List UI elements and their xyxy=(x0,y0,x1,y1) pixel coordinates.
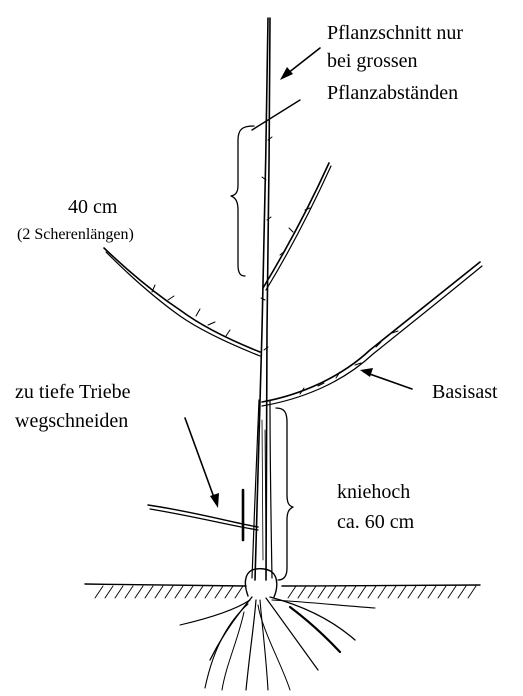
label-knee-line1: kniehoch xyxy=(337,481,410,503)
arrow-to-cut xyxy=(280,48,320,80)
label-low-line1: zu tiefe Triebe xyxy=(15,381,131,403)
label-cut-line2: bei grossen xyxy=(327,50,418,72)
graft-union xyxy=(245,569,276,597)
bracket-40cm xyxy=(231,126,254,276)
label-cut-line3: Pflanzabständen xyxy=(327,82,458,104)
label-knee-line2: ca. 60 cm xyxy=(337,511,415,533)
label-low-line2: wegschneiden xyxy=(15,410,128,432)
label-length-note: (2 Scherenlängen) xyxy=(17,226,134,243)
arrow-to-low-shoot xyxy=(185,418,219,508)
bracket-kniehoch xyxy=(276,408,293,580)
label-pflanzschnitt: Pflanzschnitt nur bei grossen Pflanzabst… xyxy=(327,22,463,104)
label-basal: Basisast xyxy=(432,381,498,403)
upper-right-branch xyxy=(263,163,331,290)
label-kniehoch: kniehoch ca. 60 cm xyxy=(337,481,415,533)
tree-trunk xyxy=(252,18,272,580)
label-cut-line1: Pflanzschnitt nur xyxy=(327,22,463,44)
pruning-cut-mark xyxy=(252,100,300,130)
ground xyxy=(85,584,480,598)
left-branch xyxy=(104,248,260,356)
low-shoot xyxy=(148,505,258,530)
label-length: 40 cm xyxy=(68,196,118,218)
arrow-to-basal-branch xyxy=(360,368,412,389)
roots xyxy=(180,597,375,690)
label-low-shoots: zu tiefe Triebe wegschneiden xyxy=(15,381,131,432)
